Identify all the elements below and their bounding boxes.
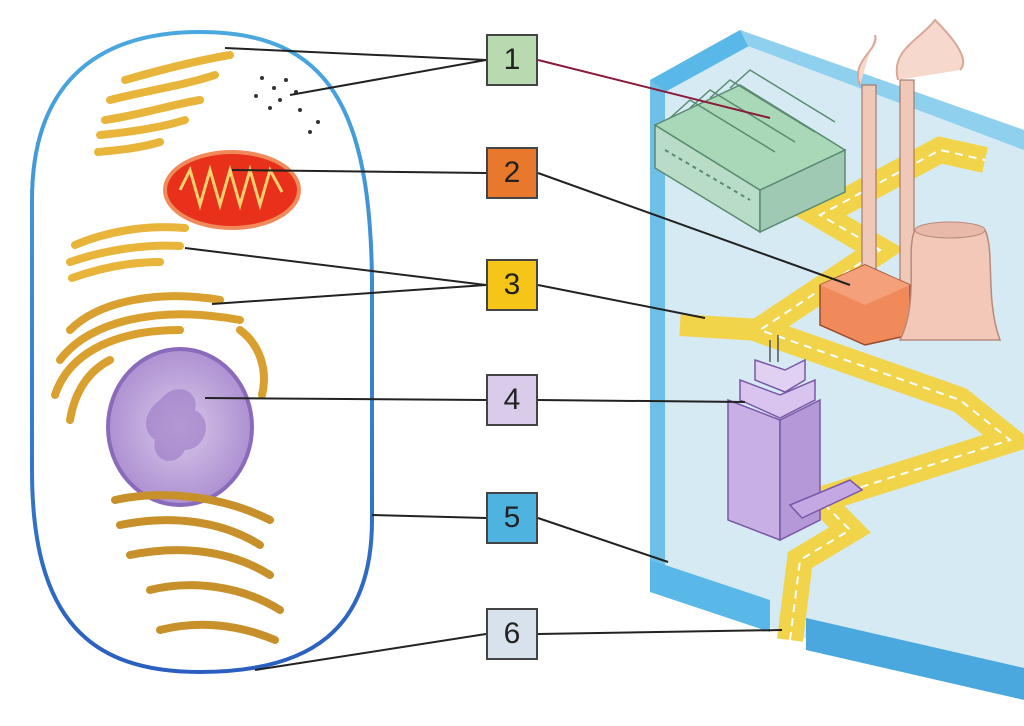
animal-cell-illustration xyxy=(30,29,374,675)
label-box-2: 2 xyxy=(486,147,538,199)
warehouse-building xyxy=(653,69,847,234)
rough-er-top xyxy=(94,51,234,156)
rough-er-bottom xyxy=(111,491,284,644)
leader-3-golgi xyxy=(184,247,487,286)
leader-5-membrane xyxy=(371,514,487,519)
label-number: 3 xyxy=(503,268,521,301)
leader-1-er xyxy=(224,47,487,61)
power-plant xyxy=(819,18,1002,346)
leader-1-ribosomes xyxy=(289,59,487,96)
label-box-5: 5 xyxy=(486,492,538,544)
leader-2-mito xyxy=(231,169,487,174)
leader-5-wall xyxy=(537,517,669,563)
city-wall-top xyxy=(650,30,760,92)
city-wall-bottom xyxy=(650,560,770,632)
leader-4-tower xyxy=(537,399,746,403)
leader-6-gate xyxy=(537,629,783,635)
label-number: 4 xyxy=(503,383,521,416)
label-number: 5 xyxy=(503,501,521,534)
label-box-4: 4 xyxy=(486,374,538,426)
label-box-6: 6 xyxy=(486,608,538,660)
rough-er-nucleus xyxy=(51,292,268,424)
city-illustration xyxy=(650,18,1024,700)
city-wall-bottom-right xyxy=(806,618,1024,700)
city-road-branch xyxy=(679,314,761,341)
city-wall-left xyxy=(650,80,665,590)
ribosomes-free xyxy=(254,76,320,134)
label-number: 2 xyxy=(503,156,521,189)
label-number: 6 xyxy=(503,617,521,650)
office-tower xyxy=(727,335,864,542)
label-number: 1 xyxy=(503,43,521,76)
leader-6-membrane xyxy=(254,633,487,671)
leader-4-nucleus xyxy=(204,397,487,401)
leader-1-warehouse xyxy=(537,59,771,119)
mitochondrion xyxy=(163,150,301,230)
label-box-3: 3 xyxy=(486,259,538,311)
city-road-markings xyxy=(757,148,1013,641)
leader-3-road xyxy=(537,284,706,319)
leader-lines xyxy=(184,47,851,671)
nucleus xyxy=(106,347,254,507)
city-wall-top-right xyxy=(740,30,1024,150)
label-box-1: 1 xyxy=(486,34,538,86)
golgi-apparatus xyxy=(66,223,189,282)
leader-2-plant xyxy=(537,172,851,286)
leader-3-er xyxy=(211,284,487,305)
